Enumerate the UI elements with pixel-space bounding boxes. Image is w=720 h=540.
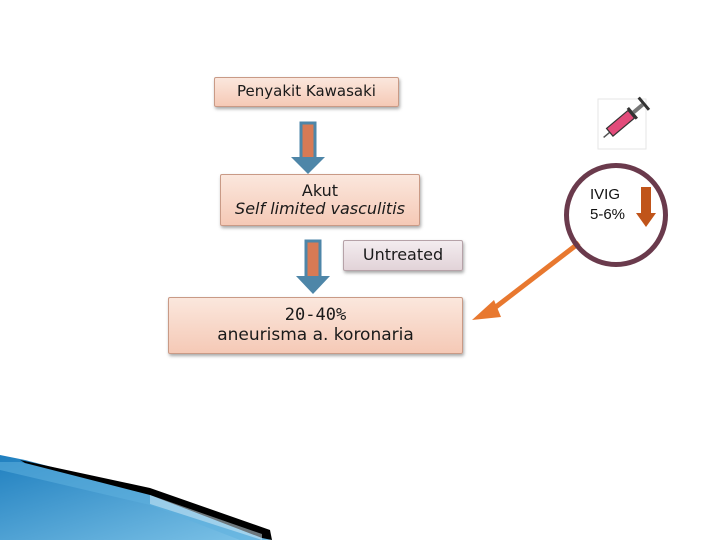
node-akut-title: Akut <box>301 180 339 200</box>
node-akut-subtitle: Self limited vasculitis <box>235 199 405 218</box>
node-akut: Akut Self limited vasculitis <box>220 174 420 226</box>
node-outcome: 20-40% aneurisma a. koronaria <box>168 297 463 354</box>
node-untreated-label: Untreated <box>362 245 444 265</box>
ivig-rate: 5-6% <box>590 205 626 223</box>
treatment-arrow <box>472 241 581 320</box>
syringe-icon <box>597 96 651 150</box>
down-arrow-2 <box>296 239 330 294</box>
ivig-name: IVIG <box>590 186 621 203</box>
ivig-label-group: IVIG 5-6% <box>590 185 650 224</box>
ivig-circle <box>564 163 668 267</box>
node-kawasaki: Penyakit Kawasaki <box>214 77 399 107</box>
node-kawasaki-label: Penyakit Kawasaki <box>237 82 376 101</box>
node-untreated: Untreated <box>343 240 463 271</box>
decorative-wedge <box>0 455 272 540</box>
node-outcome-percent: 20-40% <box>284 304 347 325</box>
down-arrow-1 <box>291 121 325 174</box>
node-outcome-text: aneurisma a. koronaria <box>217 324 414 345</box>
